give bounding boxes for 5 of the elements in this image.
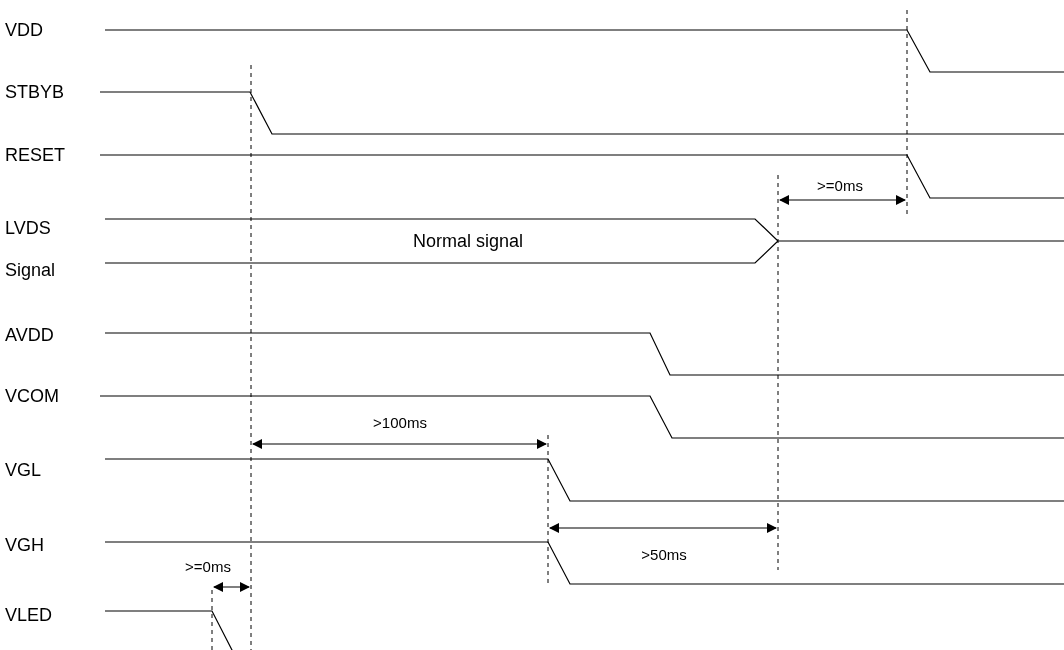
timing-label: >=0ms [817, 176, 863, 196]
timing-label: >50ms [641, 545, 687, 565]
timing-label: >100ms [373, 413, 427, 433]
timing-label: >=0ms [185, 557, 231, 577]
state-label: Normal signal [413, 230, 523, 252]
